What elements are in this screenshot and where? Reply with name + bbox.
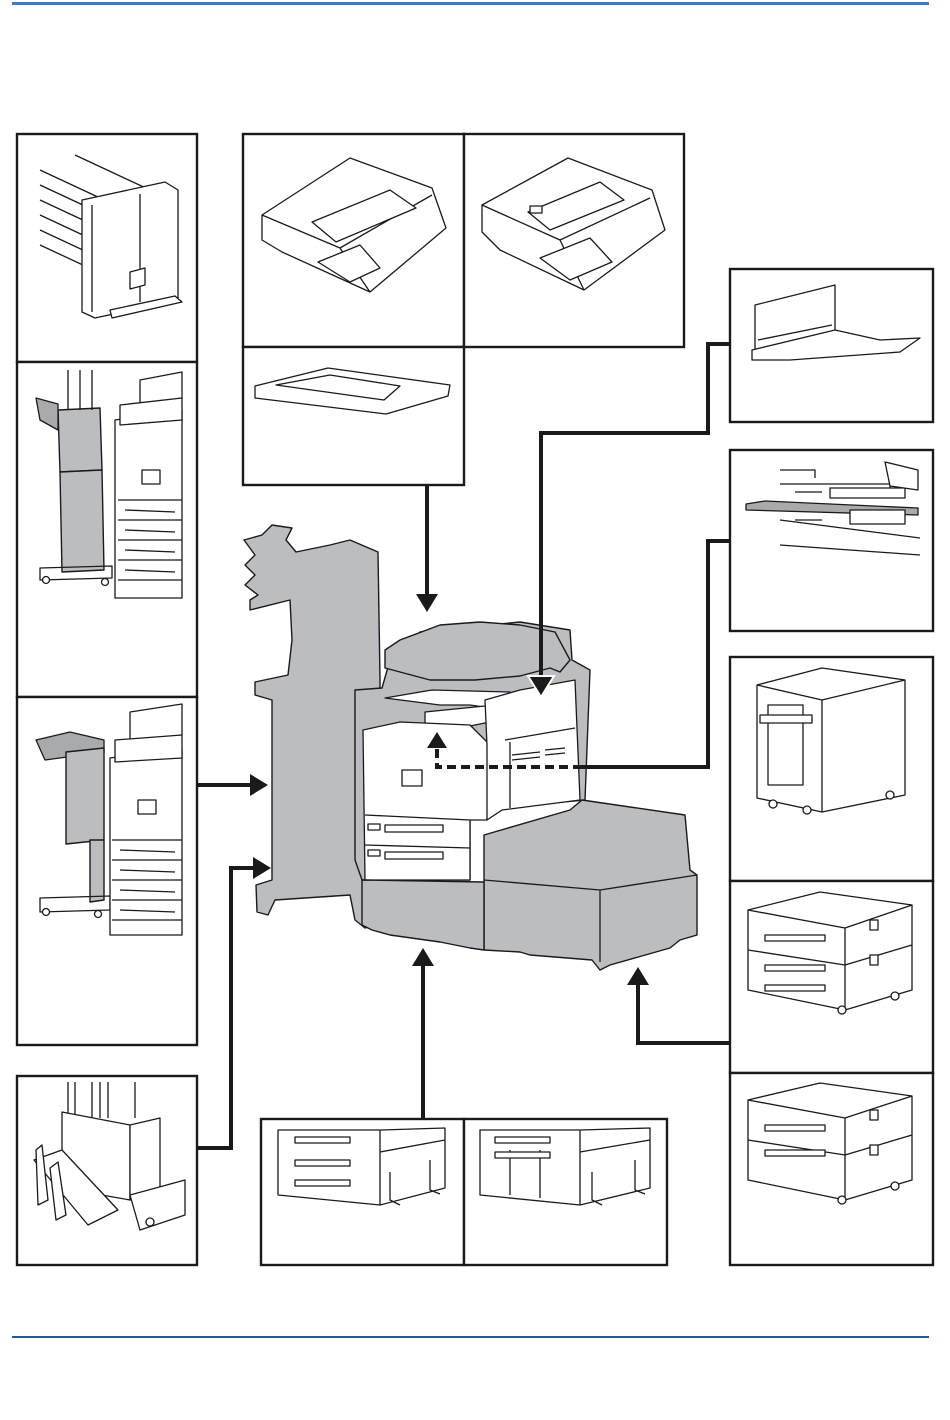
paper-feeder-drawers-illustration xyxy=(278,1128,445,1205)
side-paper-feeder-illustration xyxy=(757,668,905,814)
large-capacity-feeder-a-illustration xyxy=(748,892,912,1014)
large-capacity-drawer-illustration xyxy=(480,1128,650,1205)
arrowhead-top-group xyxy=(416,594,438,612)
platen-cover-box[interactable] xyxy=(243,347,464,485)
center-main-unit xyxy=(244,525,697,970)
arrowhead-finisher xyxy=(250,774,268,796)
bottom-column-group xyxy=(261,1119,667,1265)
connector-right-feeders xyxy=(638,985,730,1043)
connector-mp-tray xyxy=(541,344,730,675)
arrowhead-folding-unit xyxy=(253,857,271,879)
right-column-group xyxy=(730,269,933,1265)
center-side-feeder-shape xyxy=(484,800,697,970)
arrowhead-bottom-group xyxy=(412,948,434,966)
connector-card-slot xyxy=(582,541,730,767)
connector-folding-unit xyxy=(197,868,254,1148)
center-bottom-feeder-shape xyxy=(362,880,484,950)
arrowhead-right-feeders xyxy=(627,967,649,985)
left-column-group xyxy=(17,134,197,1265)
